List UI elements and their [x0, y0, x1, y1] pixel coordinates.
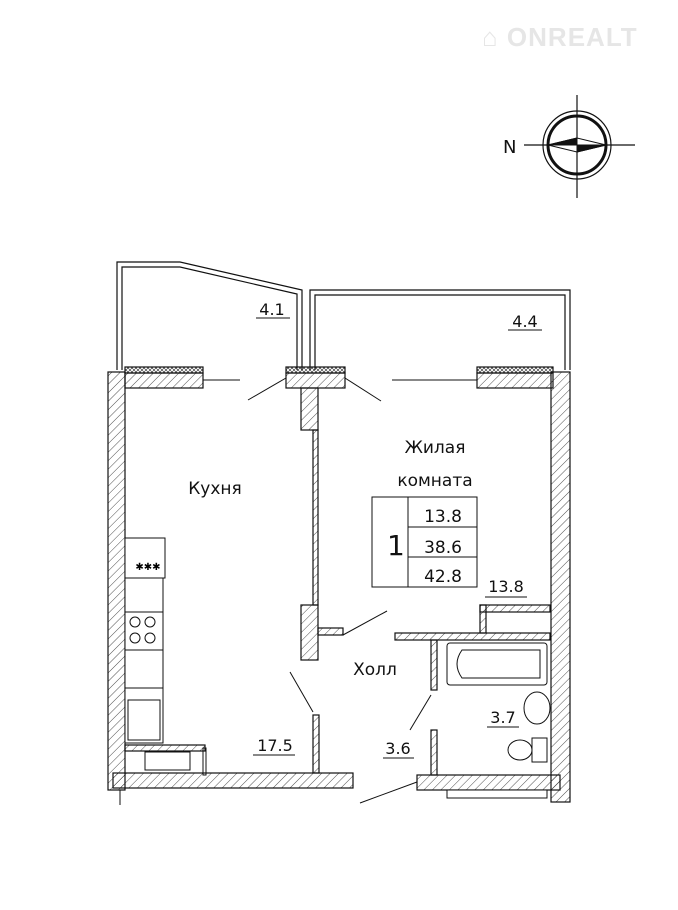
kitchen-name: Кухня [188, 479, 242, 499]
living-area: 13.8 [424, 507, 462, 527]
balcony-right-area: 4.4 [512, 312, 537, 331]
hood-icon: ✱✱✱ [135, 562, 160, 573]
living-name-line2: комната [397, 471, 472, 491]
bathtub-inner [456, 649, 541, 679]
hall-area: 3.6 [385, 739, 410, 758]
north-label: N [503, 137, 516, 158]
balcony-outline [116, 261, 571, 370]
summary-table [371, 496, 478, 588]
total-with-balcony: 42.8 [424, 567, 462, 587]
living-name-line1: Жилая [405, 438, 466, 458]
hall-name: Холл [353, 660, 397, 680]
watermark-logo: ⌂ ONREALT [482, 22, 638, 52]
bathroom-area: 3.7 [490, 708, 515, 727]
kitchen-area: 17.5 [257, 736, 293, 755]
radiator [446, 789, 548, 799]
sink-icon [523, 691, 551, 725]
door-swings [247, 377, 432, 804]
rooms-count: 1 [387, 529, 405, 562]
compass-icon [524, 95, 635, 198]
total-area: 38.6 [424, 538, 462, 558]
kitchen-unit [124, 537, 166, 744]
balcony-left-area: 4.1 [259, 300, 284, 319]
toilet-icon [507, 739, 533, 761]
living-room-area: 13.8 [488, 577, 524, 596]
